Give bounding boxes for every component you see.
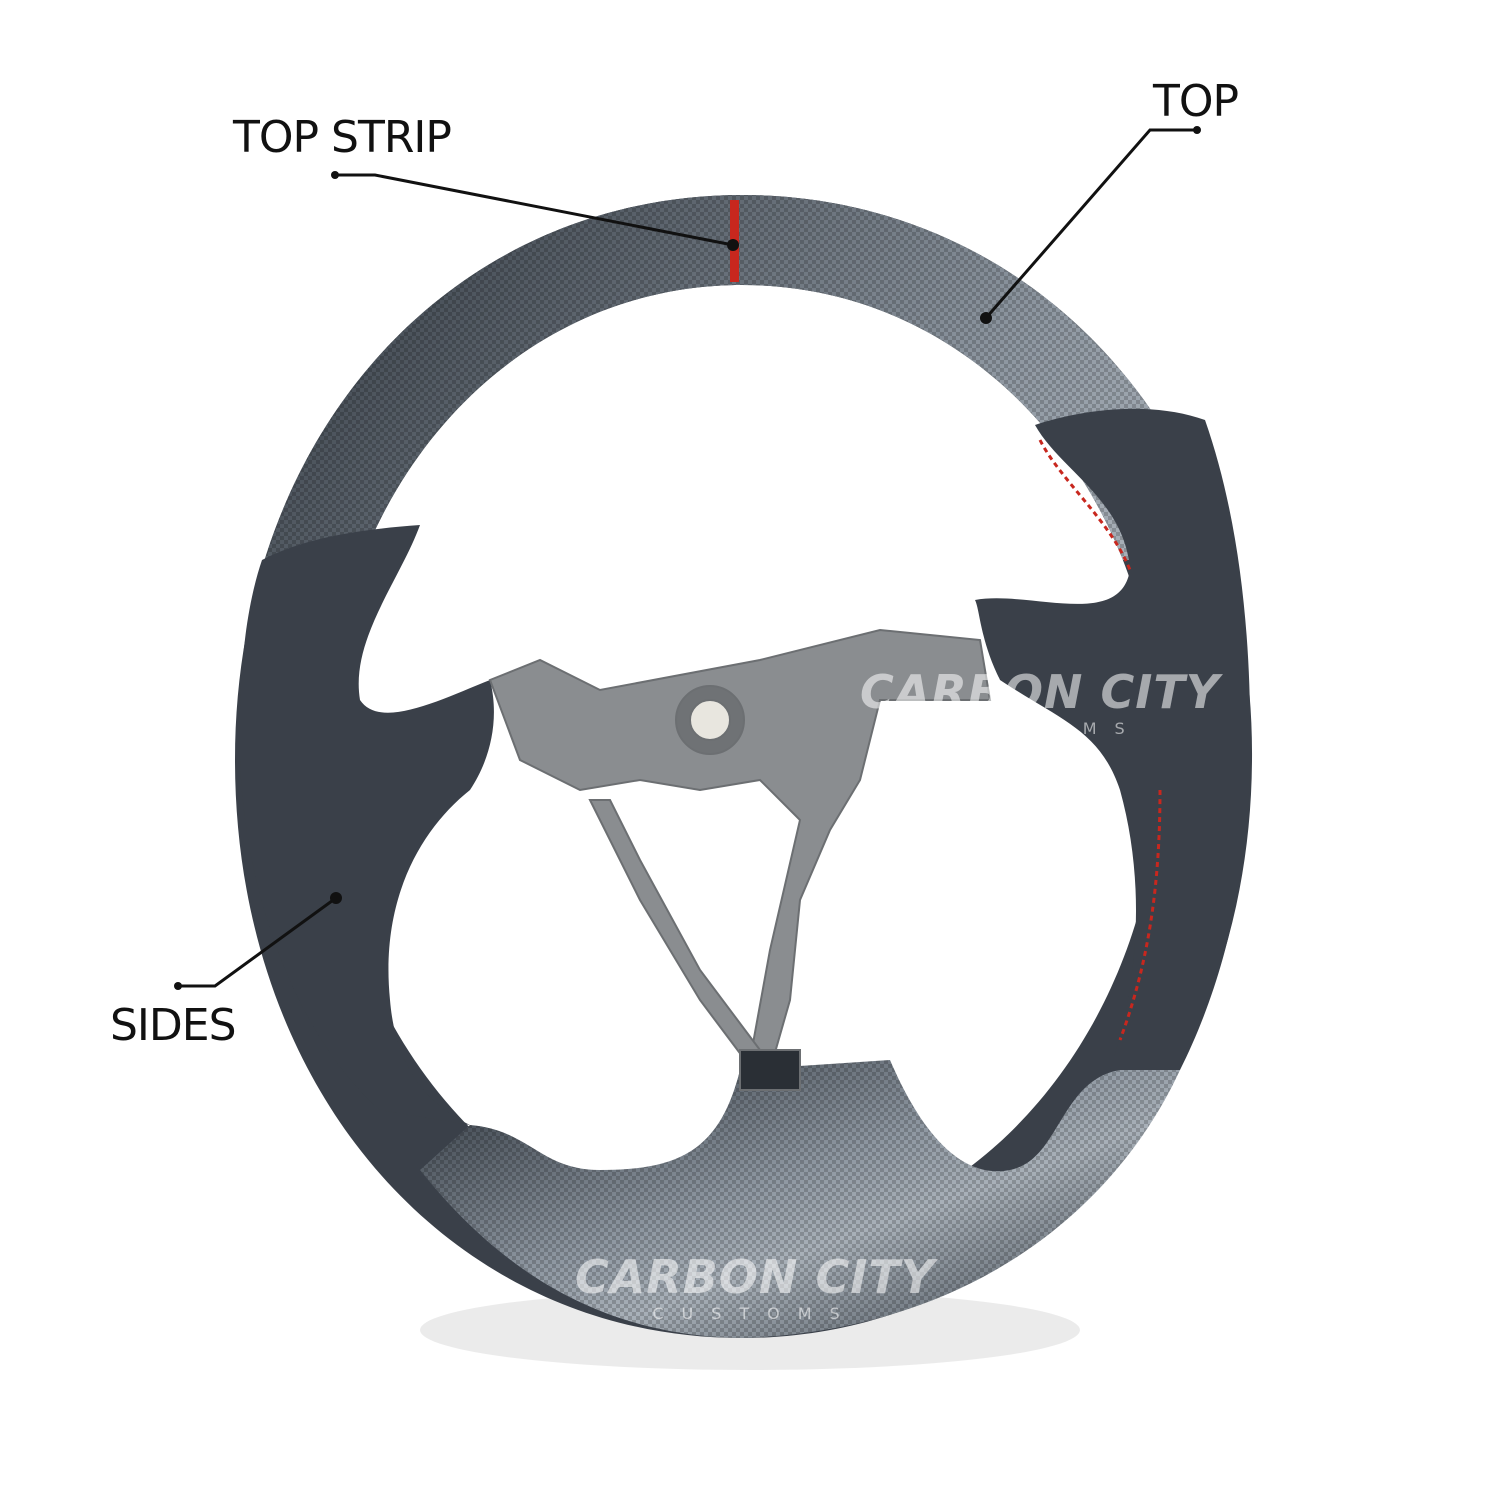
callout-top-strip: TOP STRIP [233,112,452,163]
callout-top: TOP [1153,76,1239,127]
red-stitching-top [1038,439,1132,571]
watermark-lower: CARBON CITY CUSTOMS [560,1250,950,1323]
dot-top-strip-start [331,171,339,179]
carbon-bottom-weave [420,1060,1180,1338]
leader-lines [178,128,1197,988]
leader-top [984,128,1197,319]
callout-sides: SIDES [110,1000,237,1051]
dot-sides-end [330,892,342,904]
watermark-sub-lower: CUSTOMS [652,1304,858,1323]
metal-hub-frame [488,628,992,1091]
leader-sides [178,896,337,988]
carbon-top-section [264,195,1224,560]
red-stitching [1118,789,1162,1041]
dot-top-start [1193,126,1201,134]
watermark-sub: CUSTOMS [937,719,1143,738]
leader-dots [174,126,1201,990]
watermark-brand-lower: CARBON CITY [574,1250,936,1304]
leader-top-strip [335,173,734,247]
dot-top-strip-end [727,239,739,251]
dot-top-end [980,312,992,324]
watermark-brand: CARBON CITY [859,665,1221,719]
left-grip [239,525,494,1125]
watermark-upper: CARBON CITY CUSTOMS [845,665,1235,738]
right-grip [975,408,1251,1070]
dot-sides-start [174,982,182,990]
